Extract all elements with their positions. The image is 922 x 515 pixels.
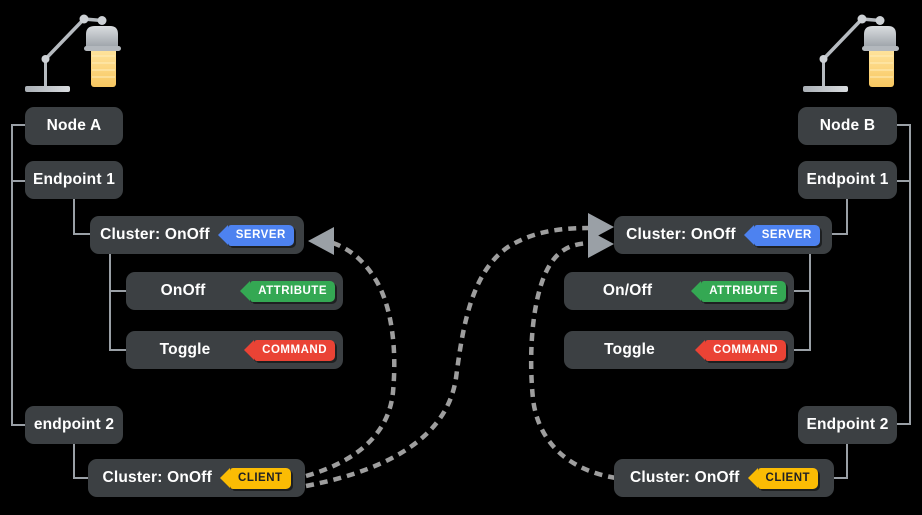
client-badge-label: CLIENT: [765, 472, 811, 484]
attribute-label: OnOff: [160, 282, 206, 299]
command-label: Toggle: [604, 341, 656, 358]
binding-curve-clientA-serverB: [305, 225, 590, 489]
arrowhead-into-serverA: [308, 227, 334, 255]
node-a-endpoint-2-box: endpoint 2: [25, 406, 123, 444]
attribute-badge: ATTRIBUTE: [691, 280, 786, 302]
node-b-endpoint-2-box: Endpoint 2: [798, 406, 897, 444]
client-badge-label: CLIENT: [238, 472, 283, 484]
lamp-base: [25, 86, 70, 92]
client-cluster-label: Cluster: OnOff: [102, 469, 213, 486]
command-badge-label: COMMAND: [262, 344, 327, 356]
client-badge: CLIENT: [747, 467, 819, 489]
endpoint-1-label: Endpoint 1: [32, 171, 116, 188]
node-a-server-cluster-box: Cluster: OnOff SERVER: [90, 216, 304, 254]
node-b-onoff-attribute-box: On/Off ATTRIBUTE: [564, 272, 794, 310]
server-badge: SERVER: [217, 224, 294, 246]
server-badge: SERVER: [743, 224, 820, 246]
attribute-label: On/Off: [602, 282, 653, 299]
binding-arrowheads: [308, 213, 614, 258]
desk-lamp-icon: [803, 14, 899, 92]
command-badge-label: COMMAND: [713, 344, 778, 356]
endpoint-2-label: Endpoint 2: [806, 416, 889, 433]
node-b-label: Node B: [819, 117, 876, 134]
lamp-light-beam: [91, 48, 116, 87]
node-b-client-cluster-box: Cluster: OnOff CLIENT: [614, 459, 834, 497]
command-label: Toggle: [159, 341, 211, 358]
tree-connector-left: [11, 124, 126, 479]
binding-curve-clientA-serverA: [305, 240, 397, 479]
client-cluster-label: Cluster: OnOff: [629, 469, 740, 486]
node-a-box: Node A: [25, 107, 123, 145]
command-badge: COMMAND: [695, 339, 786, 361]
server-cluster-label: Cluster: OnOff: [100, 226, 210, 243]
endpoint-2-label: endpoint 2: [33, 416, 115, 433]
node-b-toggle-command-box: Toggle COMMAND: [564, 331, 794, 369]
attribute-badge-label: ATTRIBUTE: [258, 285, 327, 297]
binding-curve-clientB-serverB: [528, 240, 617, 481]
tree-connector-right: [794, 124, 911, 479]
desk-lamp-icon: [25, 14, 121, 92]
node-b-box: Node B: [798, 107, 897, 145]
node-b-server-cluster-box: Cluster: OnOff SERVER: [614, 216, 832, 254]
attribute-badge-label: ATTRIBUTE: [709, 285, 778, 297]
command-badge: COMMAND: [244, 339, 335, 361]
node-a-toggle-command-box: Toggle COMMAND: [126, 331, 343, 369]
node-a-endpoint-1-box: Endpoint 1: [25, 161, 123, 199]
endpoint-1-label: Endpoint 1: [806, 171, 889, 188]
node-a-label: Node A: [46, 117, 102, 134]
node-b-endpoint-1-box: Endpoint 1: [798, 161, 897, 199]
server-cluster-label: Cluster: OnOff: [626, 226, 736, 243]
node-a-client-cluster-box: Cluster: OnOff CLIENT: [88, 459, 305, 497]
client-badge: CLIENT: [220, 467, 291, 489]
lamp-base: [803, 86, 848, 92]
binding-arrows: [305, 225, 617, 489]
lamp-shade: [864, 26, 896, 48]
arrowhead-into-serverB-2: [588, 230, 614, 258]
server-badge-label: SERVER: [761, 229, 812, 241]
node-a-onoff-attribute-box: OnOff ATTRIBUTE: [126, 272, 343, 310]
server-badge-label: SERVER: [235, 229, 286, 241]
lamp-light-beam: [869, 48, 894, 87]
lamp-shade: [86, 26, 118, 48]
attribute-badge: ATTRIBUTE: [240, 280, 335, 302]
